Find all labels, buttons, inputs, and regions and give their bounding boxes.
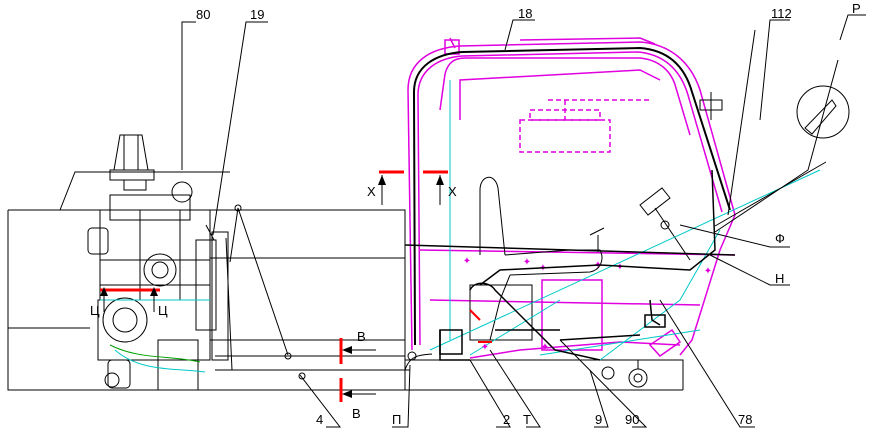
svg-text:✦: ✦ — [463, 256, 471, 267]
section-marks-b — [339, 338, 376, 402]
hydraulic-lines — [429, 80, 821, 361]
red-links — [469, 309, 492, 343]
operator-seat — [469, 176, 603, 341]
svg-text:✦: ✦ — [704, 266, 712, 277]
steering-column — [589, 187, 691, 261]
section-marks-x — [378, 170, 448, 205]
callout-t: Т — [523, 412, 531, 427]
cab-inner-outline — [412, 46, 731, 346]
svg-text:✦: ✦ — [523, 257, 531, 268]
control-linkage — [225, 204, 433, 380]
callout-pi: П — [392, 412, 401, 427]
callout-112: 112 — [771, 6, 792, 21]
callout-h: Н — [775, 271, 784, 286]
leader-lines — [181, 14, 866, 428]
callout-phi: Ф — [775, 231, 785, 246]
callout-90: 90 — [625, 412, 639, 427]
detail-p — [699, 29, 850, 233]
callout-x-left: Х — [367, 184, 376, 199]
callout-p: Р — [852, 1, 861, 16]
svg-text:✦: ✦ — [616, 262, 624, 273]
callout-80: 80 — [196, 7, 210, 22]
callout-2: 2 — [503, 412, 510, 427]
frame-outline — [7, 171, 684, 391]
operator-cab — [407, 37, 736, 359]
engine-assembly — [87, 134, 229, 391]
callout-18: 18 — [518, 6, 532, 21]
callout-b-bottom: В — [352, 406, 361, 421]
control-harness — [404, 169, 736, 361]
support-wheel — [601, 360, 648, 388]
svg-text:✦: ✦ — [541, 342, 549, 353]
section-marks-ts — [100, 287, 160, 312]
callout-4: 4 — [316, 412, 323, 427]
callout-labels: 80 19 18 112 Р Ф Н В В Х Х Ц Ц 4 П 2 Т 9… — [90, 1, 861, 427]
callout-78: 78 — [738, 412, 752, 427]
callout-9: 9 — [595, 412, 602, 427]
callout-19: 19 — [250, 7, 264, 22]
callout-ts-right: Ц — [158, 303, 168, 318]
engine-hydraulic-lines — [100, 299, 210, 373]
svg-text:✦: ✦ — [481, 342, 489, 353]
callout-b-top: В — [357, 329, 366, 344]
callout-x-right: Х — [448, 184, 457, 199]
callout-ts-left: Ц — [90, 303, 100, 318]
